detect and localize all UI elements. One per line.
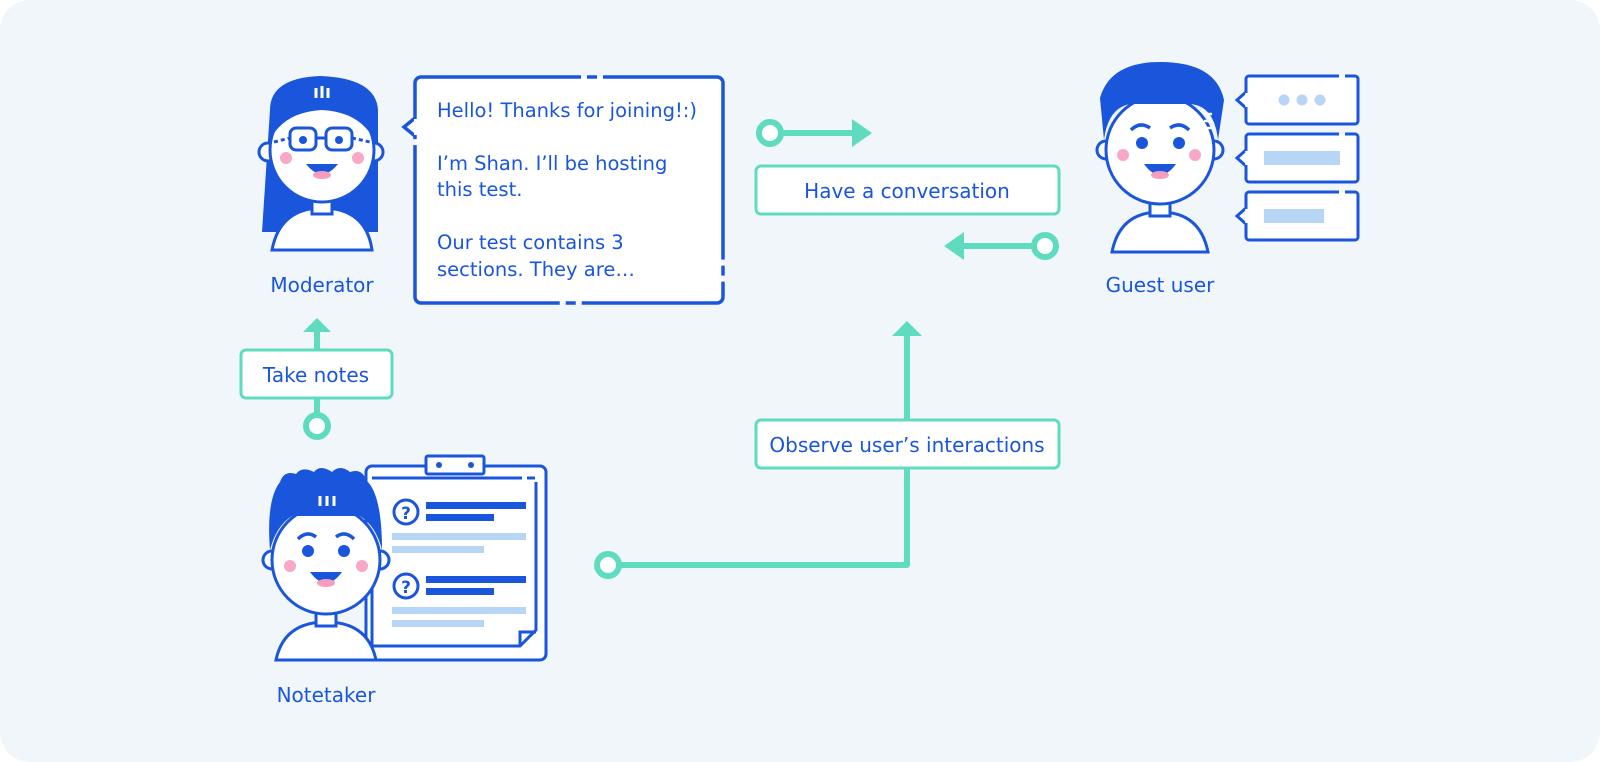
typing-dots-icon xyxy=(1278,94,1326,106)
question-mark-icon: ? xyxy=(392,572,420,600)
observe-label: Observe user’s interactions xyxy=(769,433,1044,457)
moderator-avatar xyxy=(257,76,385,252)
action-take-notes: Take notes xyxy=(239,348,394,400)
guest-label: Guest user xyxy=(1106,273,1215,297)
bubble-line-4: Our test contains 3 xyxy=(437,231,624,254)
notetaker-label: Notetaker xyxy=(277,683,377,707)
action-observe: Observe user’s interactions xyxy=(754,418,1061,470)
clipboard-icon: ? ? xyxy=(364,454,548,662)
question-mark-icon: ? xyxy=(392,498,420,526)
arrow-to-moderator xyxy=(944,232,1059,260)
moderator-label: Moderator xyxy=(270,273,374,297)
guest-avatar xyxy=(1095,62,1225,254)
arrow-to-guest xyxy=(756,119,872,147)
chat-message-typing xyxy=(1234,74,1360,126)
notetaker-avatar xyxy=(261,468,391,662)
bubble-line-3: this test. xyxy=(437,178,522,201)
action-have-conversation: Have a conversation xyxy=(754,164,1061,216)
take-notes-label: Take notes xyxy=(262,363,369,387)
svg-text:?: ? xyxy=(401,578,411,598)
bubble-line-5: sections. They are… xyxy=(437,258,635,281)
bubble-line-1: Hello! Thanks for joining!:) xyxy=(437,99,697,122)
chat-message-2 xyxy=(1234,132,1360,184)
chat-message-3 xyxy=(1234,190,1360,242)
speech-bubble: Hello! Thanks for joining!:) I’m Shan. I… xyxy=(401,75,725,305)
arrow-observe xyxy=(594,321,922,579)
svg-text:?: ? xyxy=(401,504,411,524)
bubble-line-2: I’m Shan. I’ll be hosting xyxy=(437,152,667,175)
arrow-take-notes xyxy=(303,318,331,440)
conversation-label: Have a conversation xyxy=(804,179,1010,203)
